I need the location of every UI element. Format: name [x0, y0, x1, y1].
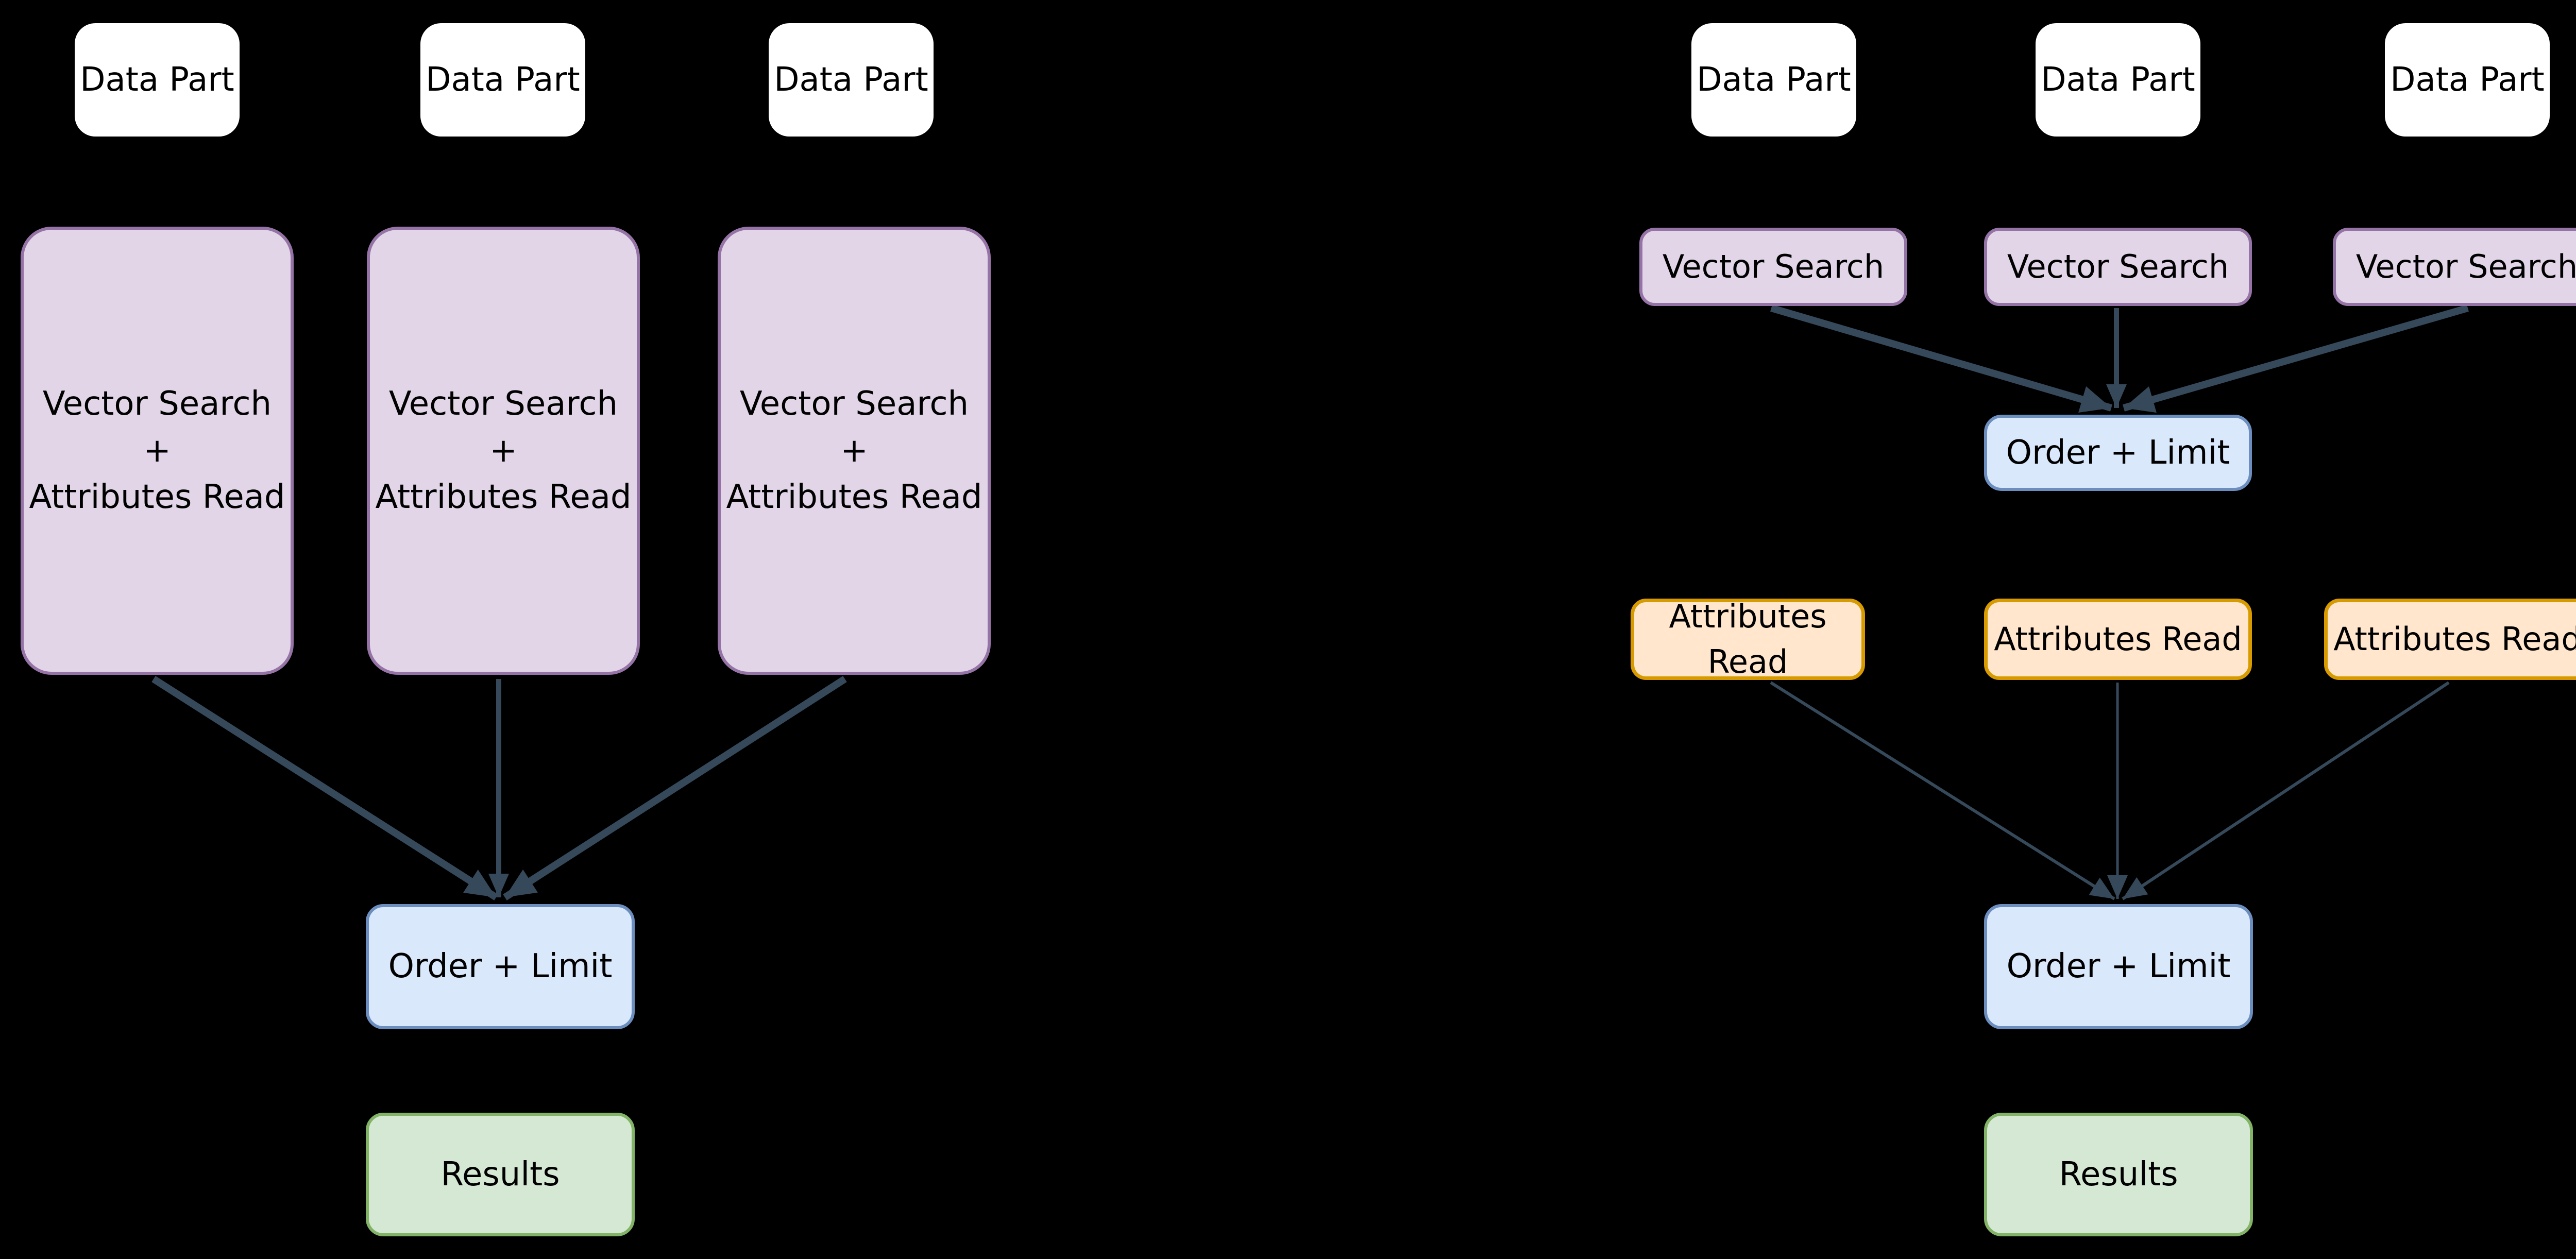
- arrowhead-icon: [488, 874, 509, 897]
- edge-l-vs-1-to-l-ol: [151, 676, 498, 900]
- node-data-part-l-dp-3[interactable]: Data Part: [769, 23, 934, 137]
- node-results-l-res[interactable]: Results: [366, 1113, 635, 1236]
- node-vector-search-r-vs-1[interactable]: Vector Search: [1639, 228, 1907, 306]
- node-data-part-l-dp-2[interactable]: Data Part: [420, 23, 585, 137]
- node-label: Data Part: [1697, 60, 1851, 99]
- arrowhead-icon: [463, 869, 496, 897]
- node-label: Data Part: [80, 60, 234, 99]
- node-label: Attributes Read: [1669, 597, 1827, 680]
- arrowhead-icon: [2089, 877, 2114, 899]
- node-label: Data Part: [2390, 60, 2545, 99]
- node-label: Data Part: [426, 60, 580, 99]
- edge-r-ar-2-to-r-ol-2: [2107, 683, 2128, 899]
- node-attributes-read-r-ar-3[interactable]: Attributes Read: [2324, 599, 2576, 680]
- node-order-limit-r-ol-1[interactable]: Order + Limit: [1984, 415, 2252, 491]
- arrowhead-icon: [2124, 386, 2157, 413]
- edge-r-ol-1-to-r-ar-2: [2106, 492, 2127, 593]
- node-label: Order + Limit: [2006, 433, 2230, 472]
- edge-l-vs-3-to-l-ol: [503, 676, 847, 900]
- edge-r-vs-1-to-r-ol-1: [1770, 304, 2112, 413]
- node-label: Vector Search: [2355, 247, 2576, 285]
- arrowhead-icon: [2107, 875, 2128, 899]
- node-data-part-l-dp-1[interactable]: Data Part: [75, 23, 240, 137]
- node-attributes-read-r-ar-1[interactable]: Attributes Read: [1631, 598, 1865, 680]
- node-data-part-r-dp-2[interactable]: Data Part: [2036, 23, 2200, 137]
- node-attributes-read-r-ar-2[interactable]: Attributes Read: [1984, 599, 2252, 680]
- node-results-r-res[interactable]: Results: [1984, 1113, 2253, 1236]
- node-label: Attributes Read: [1994, 620, 2242, 658]
- arrowhead-icon: [2422, 576, 2449, 597]
- node-label: Vector Search: [2007, 247, 2229, 285]
- node-vector-search-combo-l-vs-2[interactable]: Vector Search + Attributes Read: [367, 227, 640, 675]
- node-vector-search-r-vs-3[interactable]: Vector Search: [2333, 228, 2576, 306]
- node-label: Vector Search + Attributes Read: [29, 384, 285, 517]
- arrowhead-icon: [2078, 386, 2111, 413]
- arrowhead-icon: [505, 869, 538, 897]
- node-label: Results: [440, 1155, 560, 1194]
- node-vector-search-combo-l-vs-3[interactable]: Vector Search + Attributes Read: [718, 227, 991, 675]
- edge-r-vs-3-to-r-ol-1: [2123, 304, 2469, 413]
- node-label: Order + Limit: [388, 947, 613, 986]
- node-data-part-r-dp-1[interactable]: Data Part: [1691, 23, 1856, 137]
- node-vector-search-r-vs-2[interactable]: Vector Search: [1984, 228, 2252, 306]
- node-label: Attributes Read: [2333, 620, 2576, 658]
- node-label: Data Part: [774, 60, 928, 99]
- node-vector-search-combo-l-vs-1[interactable]: Vector Search + Attributes Read: [21, 227, 294, 675]
- edge-r-vs-2-to-r-ol-1: [2106, 308, 2127, 408]
- arrowhead-icon: [2123, 877, 2148, 899]
- node-label: Data Part: [2041, 60, 2195, 99]
- node-order-limit-r-ol-2[interactable]: Order + Limit: [1984, 904, 2253, 1029]
- edge-r-ar-3-to-r-ol-2: [2122, 681, 2450, 900]
- node-order-limit-l-ol[interactable]: Order + Limit: [366, 904, 635, 1029]
- node-label: Order + Limit: [2006, 947, 2231, 986]
- edge-r-ol-1-to-r-ar-1: [1753, 489, 2117, 598]
- node-label: Vector Search + Attributes Read: [375, 384, 632, 517]
- node-data-part-r-dp-3[interactable]: Data Part: [2385, 23, 2550, 137]
- arrowhead-icon: [2106, 570, 2127, 593]
- arrowhead-icon: [2106, 384, 2127, 408]
- edge-r-ar-1-to-r-ol-2: [1770, 681, 2115, 900]
- node-label: Results: [2059, 1155, 2178, 1194]
- edge-r-ol-1-to-r-ar-3: [2115, 489, 2450, 597]
- node-label: Vector Search + Attributes Read: [726, 384, 982, 517]
- node-label: Vector Search: [1662, 247, 1885, 285]
- edge-l-vs-2-to-l-ol: [488, 679, 509, 897]
